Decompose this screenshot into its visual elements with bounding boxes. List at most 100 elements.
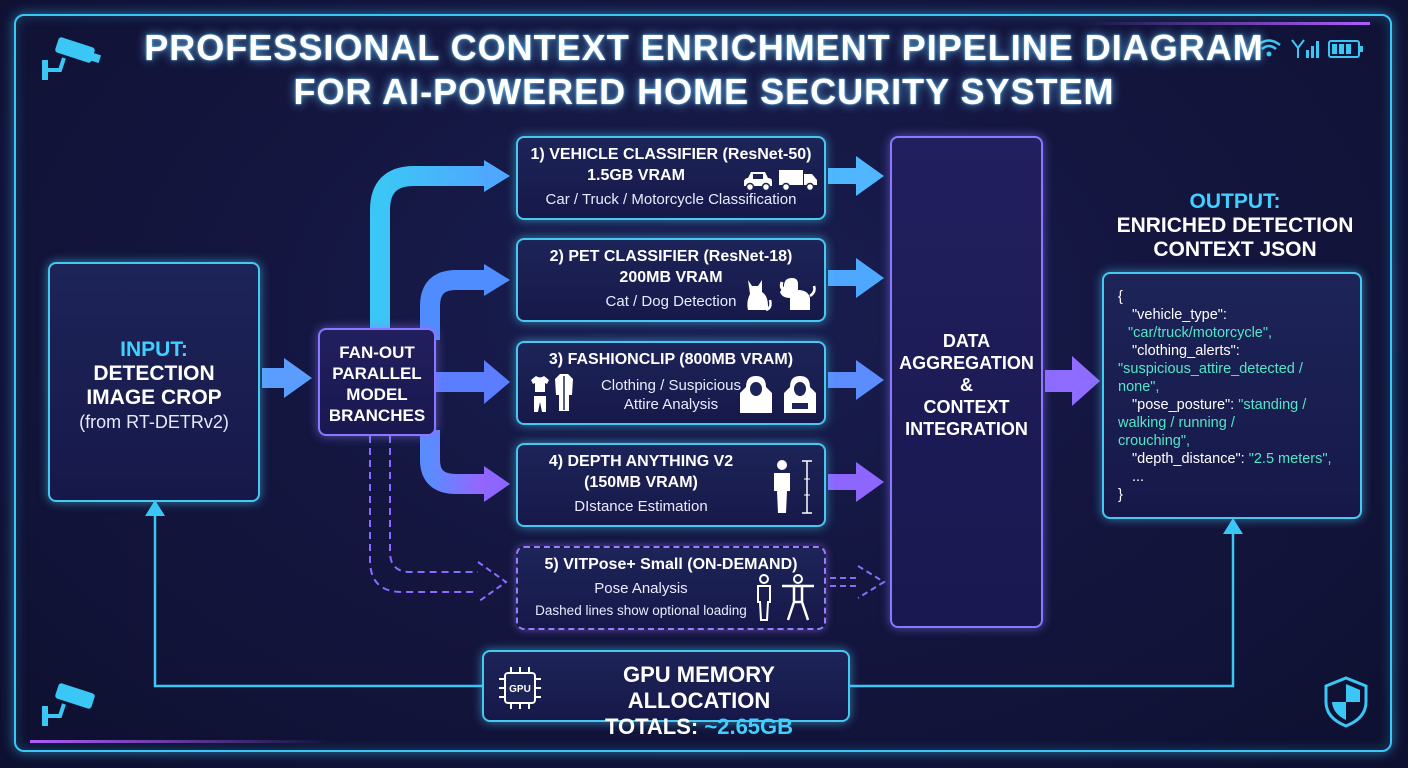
json-depth-line: "depth_distance": "2.5 meters", (1118, 450, 1350, 468)
person-icon (774, 460, 790, 513)
feedback-loop (153, 512, 1235, 688)
json-value-clothing-alerts: "suspicious_attire_detected / (1118, 361, 1303, 377)
aggregation-line-3: & (960, 375, 973, 395)
arrow-up-to-output (1223, 518, 1243, 534)
hoodie-icon (740, 376, 772, 413)
gpu-chip-label: GPU (509, 684, 531, 695)
json-key-pose-posture: "pose_posture": (1132, 397, 1235, 413)
aggregation-line-5: INTEGRATION (905, 419, 1028, 439)
gpu-memory-box: GPU GPU MEMORY ALLOCATION TOTALS: ~2.65G… (482, 650, 850, 739)
aggregation-line-1: DATA (942, 331, 991, 351)
json-key-depth-distance: "depth_distance": (1132, 451, 1245, 467)
branch-4 (420, 430, 486, 494)
security-camera-icon (42, 683, 95, 726)
input-line-1: DETECTION (93, 362, 215, 385)
arrow-input-to-fanout (262, 358, 312, 398)
model-description: Car / Truck / Motorcycle Classification (545, 191, 797, 208)
model-title: 5) VITPose+ Small (ON-DEMAND) (544, 556, 798, 573)
arrow-to-m1 (484, 160, 510, 192)
json-value-vehicle-type: "car/truck/motorcycle", (1128, 325, 1273, 341)
signal-icon (1291, 39, 1319, 58)
security-camera-icon (42, 37, 102, 80)
branch-1 (370, 166, 486, 328)
json-value-clothing-alerts-cont: none", (1118, 379, 1160, 395)
depth-anything-box: 4) DEPTH ANYTHING V2 (150MB VRAM) DIstan… (516, 443, 826, 527)
gpu-total-label: TOTALS: (604, 714, 699, 739)
model-title: 4) DEPTH ANYTHING V2 (548, 453, 734, 470)
model-title: 1) VEHICLE CLASSIFIER (ResNet-50) (530, 146, 812, 163)
input-line-2: IMAGE CROP (86, 386, 222, 409)
json-value-pose-posture-cont: walking / running / (1118, 415, 1235, 431)
json-close-brace: } (1118, 487, 1123, 503)
arrow-to-m4 (484, 466, 510, 502)
arrow-to-m5-dashed (477, 561, 508, 603)
json-value-pose-posture: "standing / (1238, 397, 1307, 413)
branch-5-dashed (369, 436, 478, 593)
vehicle-classifier-box: 1) VEHICLE CLASSIFIER (ResNet-50) 1.5GB … (516, 136, 826, 220)
fanout-line-4: BRANCHES (328, 406, 426, 425)
cat-icon (747, 280, 772, 312)
ruler-icon (802, 460, 812, 514)
person-icon (782, 574, 814, 621)
vitpose-box: 5) VITPose+ Small (ON-DEMAND) Pose Analy… (516, 546, 826, 630)
fanout-line-2: PARALLEL (332, 364, 422, 383)
output-title-line-1: ENRICHED DETECTION (1116, 214, 1354, 237)
output-heading: OUTPUT: (1189, 190, 1281, 213)
arrow-up-to-input (145, 500, 165, 516)
gpu-total-value: ~2.65GB (704, 714, 794, 739)
frame-accent-bottom (30, 740, 330, 743)
gpu-memory-title: GPU MEMORY ALLOCATION (623, 662, 775, 713)
wifi-icon (1257, 39, 1281, 57)
json-key-vehicle-type: "vehicle_type": (1132, 307, 1227, 323)
page-subtitle: FOR AI-POWERED HOME SECURITY SYSTEM (293, 71, 1115, 112)
arrow-to-m2 (484, 264, 510, 296)
car-icon (744, 172, 772, 192)
model-vram: 200MB VRAM (619, 269, 723, 286)
model-note: Dashed lines show optional loading (535, 603, 747, 618)
arrows-to-aggregation (828, 156, 886, 599)
jacket-icon (555, 374, 573, 411)
aggregation-line-2: AGGREGATION (899, 353, 1034, 373)
json-value-depth-distance: "2.5 meters", (1248, 451, 1332, 467)
input-box: INPUT: DETECTION IMAGE CROP (from RT-DET… (48, 262, 260, 502)
branch-2 (420, 270, 486, 340)
aggregation-line-4: CONTEXT (923, 397, 1010, 417)
input-source: (from RT-DETRv2) (79, 412, 229, 432)
fashionclip-box: 3) FASHIONCLIP (800MB VRAM) Clothing / S… (516, 341, 826, 425)
gpu-memory-total: TOTALS: ~2.65GB (550, 714, 848, 740)
json-key-clothing-alerts: "clothing_alerts": (1132, 343, 1240, 359)
fanout-line-1: FAN-OUT (339, 343, 415, 362)
json-output-box: { "vehicle_type": "car/truck/motorcycle"… (1102, 272, 1362, 519)
model-description: DIstance Estimation (574, 498, 708, 515)
model-vram: 1.5GB VRAM (587, 167, 685, 184)
model-description: Pose Analysis (594, 580, 688, 597)
model-description: Cat / Dog Detection (605, 293, 737, 310)
battery-icon (1328, 40, 1363, 58)
aggregation-box: DATA AGGREGATION & CONTEXT INTEGRATION (890, 136, 1043, 628)
model-title: 3) FASHIONCLIP (800MB VRAM) (548, 351, 794, 368)
pants-icon (534, 396, 546, 412)
model-vram: (150MB VRAM) (584, 474, 698, 491)
json-pose-line: "pose_posture": "standing / (1118, 396, 1350, 414)
arrow-aggregation-to-output (1045, 356, 1100, 406)
json-value-pose-posture-end: crouching", (1118, 433, 1191, 449)
shirt-icon (531, 376, 549, 392)
dog-icon (779, 278, 816, 310)
hoodie-icon (784, 376, 816, 413)
frame-accent-top (1080, 22, 1370, 25)
input-heading: INPUT: (120, 338, 188, 361)
page-title: PROFESSIONAL CONTEXT ENRICHMENT PIPELINE… (144, 27, 1264, 68)
shield-icon (1324, 676, 1368, 728)
model-description-line-2: Attire Analysis (623, 396, 719, 413)
fanout-box: FAN-OUT PARALLEL MODEL BRANCHES (318, 328, 436, 436)
person-icon (757, 574, 771, 621)
output-title-line-2: CONTEXT JSON (1153, 238, 1317, 261)
model-description-line-1: Clothing / Suspicious (600, 377, 742, 394)
truck-icon (779, 170, 817, 192)
model-title: 2) PET CLASSIFIER (ResNet-18) (549, 248, 793, 265)
json-open-brace: { (1118, 289, 1123, 305)
pet-classifier-box: 2) PET CLASSIFIER (ResNet-18) 200MB VRAM… (516, 238, 826, 322)
branch-3 (436, 360, 510, 404)
json-ellipsis: ... (1132, 469, 1145, 485)
